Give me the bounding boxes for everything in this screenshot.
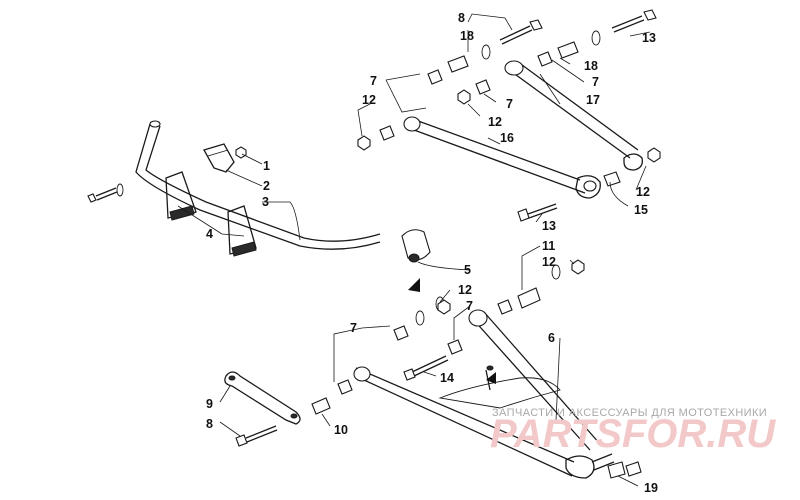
- upper-a-arm-assembly: [357, 9, 661, 222]
- callout-1: 1: [263, 159, 270, 173]
- callout-15: 15: [634, 203, 648, 217]
- callout-7-upper-mid: 7: [506, 97, 513, 111]
- callout-12-upper-right: 12: [636, 185, 650, 199]
- callout-12-lower-right: 12: [542, 255, 556, 269]
- callout-7-lower-mid: 7: [466, 299, 473, 313]
- direction-arrow-icon: [408, 278, 420, 292]
- callout-13-top: 13: [642, 31, 656, 45]
- callout-16: 16: [500, 131, 514, 145]
- direction-arrow-icon: [486, 372, 496, 384]
- callout-12-upper-left: 12: [362, 93, 376, 107]
- callout-19: 19: [644, 481, 658, 495]
- callout-3: 3: [262, 195, 269, 209]
- callout-8-bottom: 8: [206, 417, 213, 431]
- callout-11: 11: [542, 239, 555, 253]
- callout-9: 9: [206, 397, 213, 411]
- watermark: ЗАПЧАСТИ И АКСЕССУАРЫ ДЛЯ МОТОТЕХНИКИ PA…: [490, 407, 776, 456]
- callout-8-top: 8: [458, 11, 465, 25]
- callout-18-right: 18: [584, 59, 598, 73]
- callout-7-upper-right: 7: [592, 75, 599, 89]
- watermark-logo: PARTSFOR.RU: [490, 412, 776, 456]
- leader-lines: [177, 13, 651, 487]
- callout-13-bottom: 13: [542, 219, 556, 233]
- callout-5: 5: [464, 263, 471, 277]
- watermark-caption: ЗАПЧАСТИ И АКСЕССУАРЫ ДЛЯ МОТОТЕХНИКИ: [492, 407, 767, 419]
- callout-12-lower-mid: 12: [458, 283, 472, 297]
- callout-4: 4: [206, 227, 213, 241]
- callout-6: 6: [548, 331, 555, 345]
- callout-labels: 1 2 3 4 5 6 7 7 7 7 7 8 8 9 10 11 12 12 …: [206, 11, 658, 495]
- callout-2: 2: [263, 179, 270, 193]
- callout-17: 17: [586, 93, 600, 107]
- callout-10: 10: [334, 423, 348, 437]
- callout-12-upper-mid: 12: [488, 115, 502, 129]
- lower-a-arm-assembly: [224, 259, 642, 479]
- callout-7-lower-left: 7: [350, 321, 357, 335]
- callout-7-upper-left: 7: [370, 74, 377, 88]
- callout-14: 14: [440, 371, 454, 385]
- callout-18-left: 18: [460, 29, 474, 43]
- sway-bar-assembly: [87, 120, 431, 263]
